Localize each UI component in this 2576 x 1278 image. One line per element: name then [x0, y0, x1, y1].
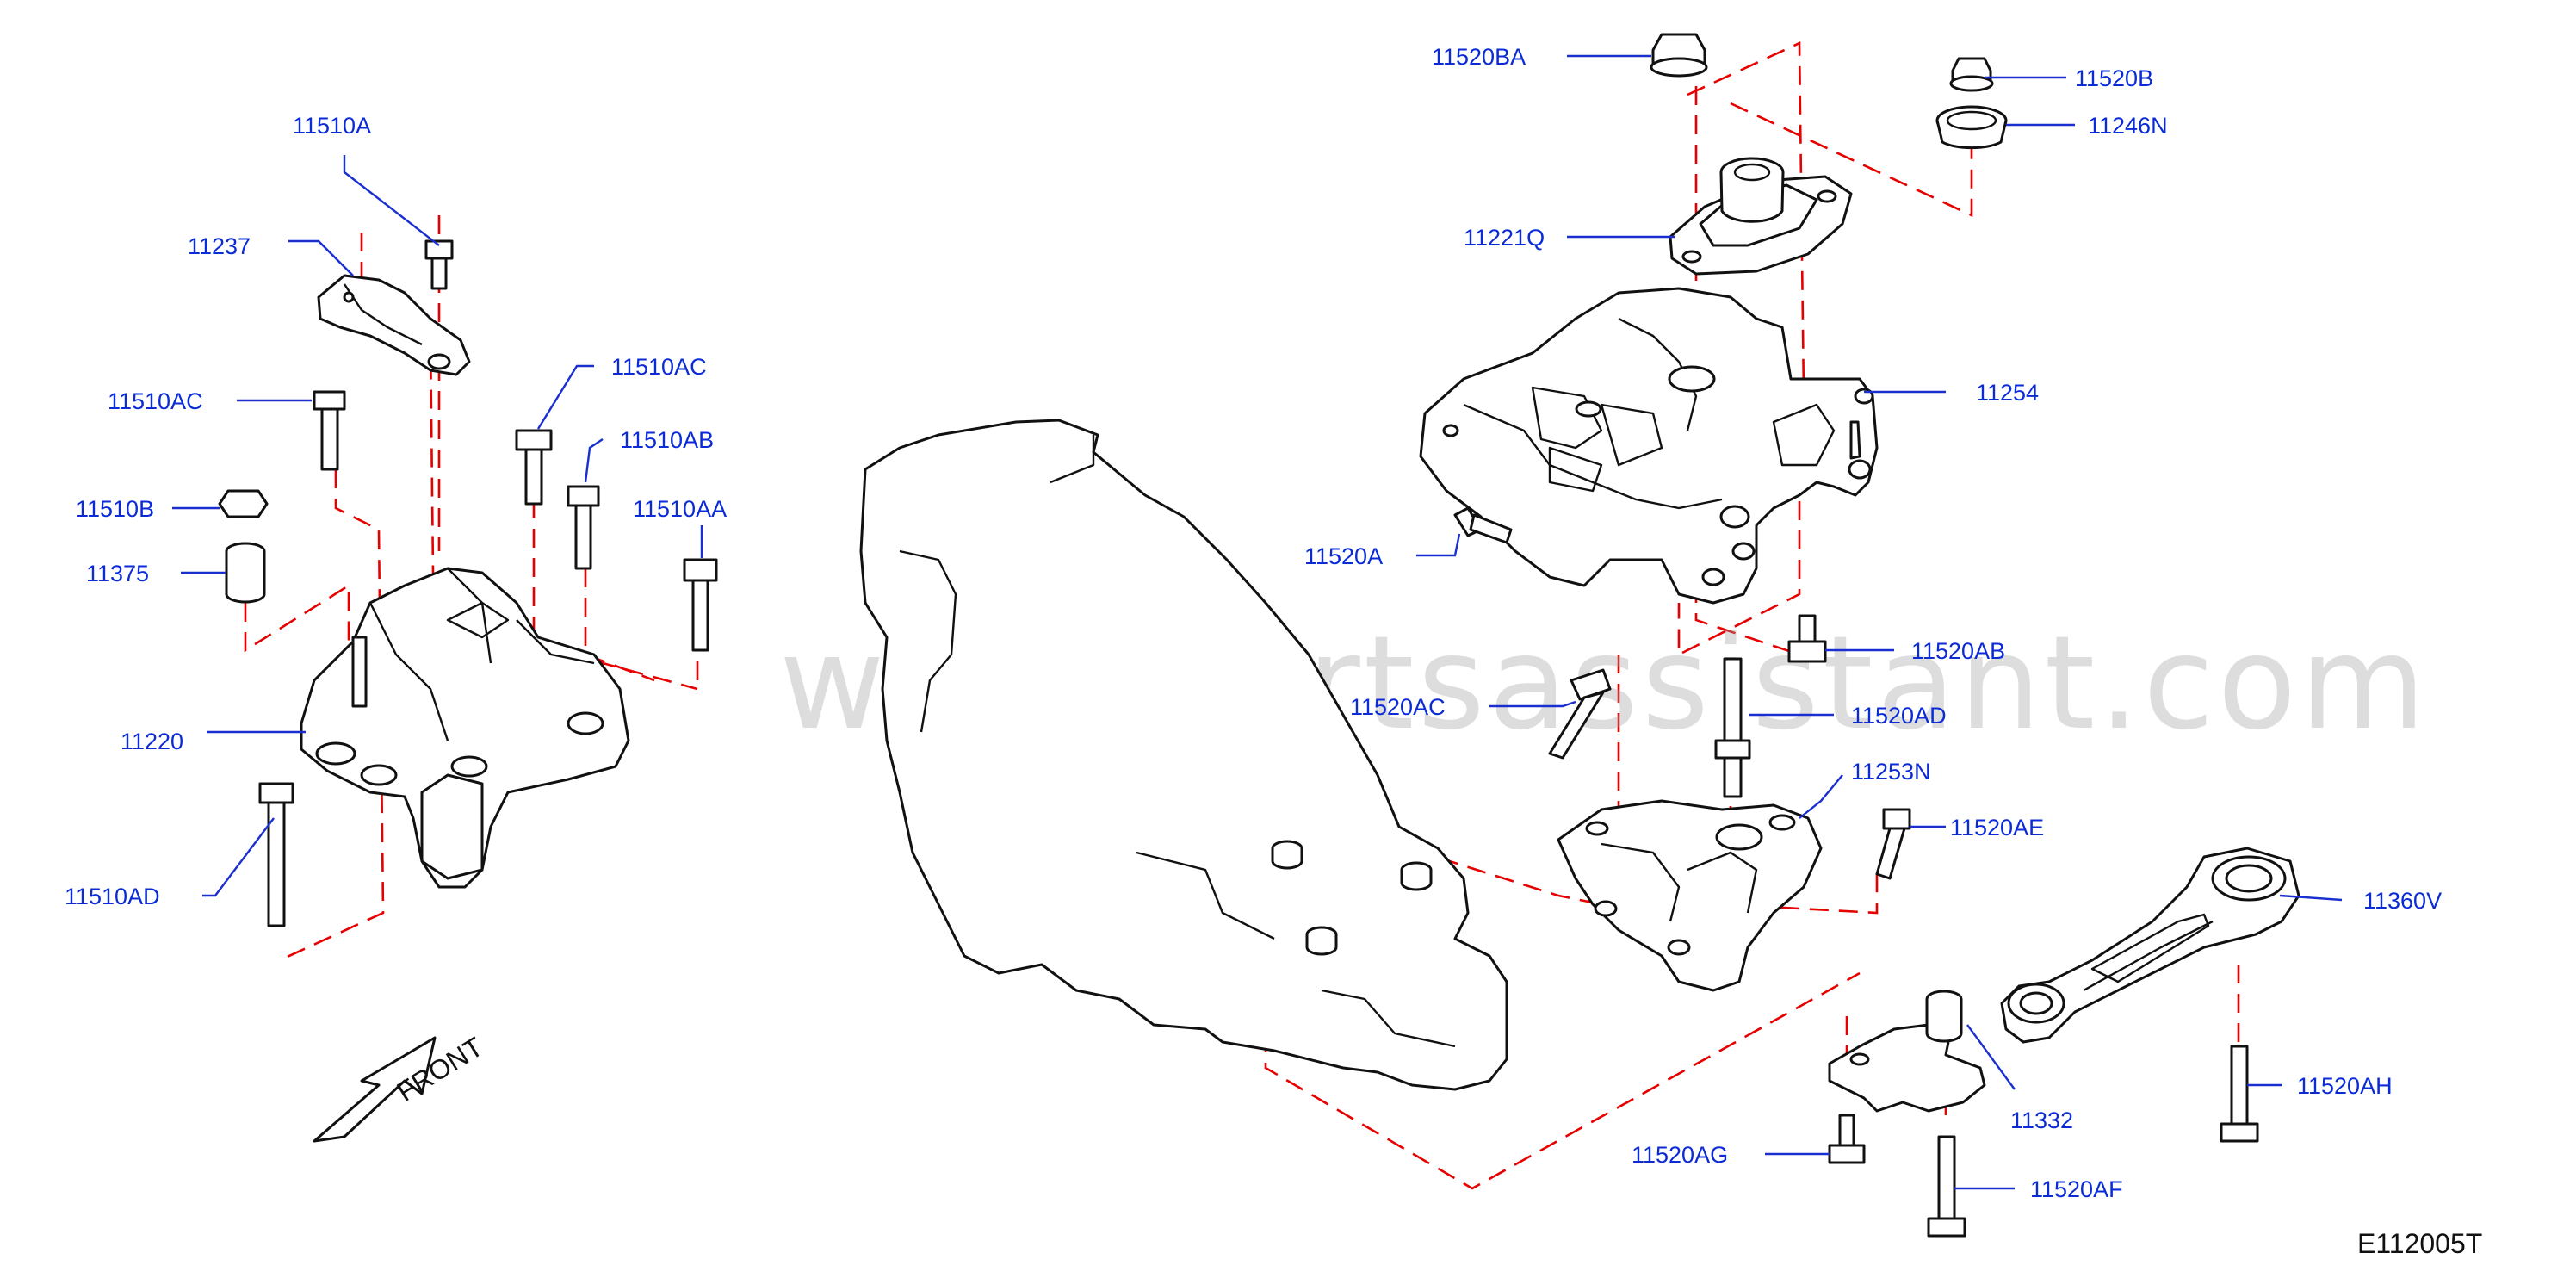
callout-11246n: 11246N — [2088, 113, 2168, 139]
callout-11520a: 11520A — [1304, 543, 1383, 569]
bolt-11520a-part — [1453, 506, 1513, 544]
callout-11520ac: 11520AC — [1350, 694, 1446, 720]
callout-11332: 11332 — [2010, 1107, 2073, 1133]
mount-11220-part — [300, 567, 630, 889]
callout-11510ad: 11510AD — [65, 884, 160, 909]
nut-11520ba-part — [1650, 33, 1708, 78]
callout-11520ab: 11520AB — [1911, 638, 2005, 664]
spacer-11375-part — [225, 542, 266, 604]
nut-11520b-part — [1949, 57, 1994, 92]
callout-11520ae: 11520AE — [1950, 815, 2044, 841]
callout-11510a: 11510A — [293, 113, 371, 139]
callout-11510aa: 11510AA — [633, 496, 727, 522]
bolt-11510ac-left-part — [313, 390, 346, 471]
bolt-11510ad-part — [258, 782, 294, 927]
assembly-guide-lines — [244, 40, 2240, 1190]
callout-11220: 11220 — [121, 729, 183, 754]
callout-11520b: 11520B — [2075, 65, 2153, 91]
callout-11254: 11254 — [1976, 380, 2039, 406]
callout-11510b: 11510B — [76, 496, 154, 522]
callout-11520ba: 11520BA — [1432, 44, 1526, 70]
figure-code: E112005T — [2357, 1228, 2482, 1259]
callout-11520ag: 11520AG — [1632, 1142, 1728, 1168]
bushing-11246n-part — [1935, 105, 2008, 150]
bracket-11253n-part — [1557, 799, 1823, 992]
callout-11237: 11237 — [188, 233, 251, 259]
callout-11360v: 11360V — [2363, 888, 2442, 914]
bolt-11510ab-part — [567, 485, 600, 570]
engine-block-outline — [859, 419, 1508, 1091]
callout-11510ac-left: 11510AC — [108, 388, 203, 414]
callout-11520ah: 11520AH — [2297, 1073, 2393, 1099]
callout-11253n: 11253N — [1851, 759, 1931, 785]
callout-11221q: 11221Q — [1464, 225, 1545, 251]
bolt-11510aa-part — [683, 558, 718, 652]
bolt-11510ac-middle-part — [515, 429, 553, 506]
bolt-11520ae-part — [1875, 808, 1911, 880]
leader-lines — [172, 54, 2343, 1190]
front-arrow-icon — [313, 1036, 437, 1143]
stud-11520ad-part — [1714, 657, 1751, 798]
bolt-11510a-part — [424, 239, 454, 290]
callout-11520ad: 11520AD — [1851, 703, 1947, 729]
bolt-11520af-part — [1927, 1135, 1966, 1238]
bolt-11520ah-part — [2220, 1045, 2259, 1143]
bolt-11520ac-part — [1548, 668, 1612, 760]
insulator-11221q-part — [1669, 157, 1853, 276]
bracket-11332-part — [1828, 990, 1986, 1113]
callout-labels: 11510A 11237 11510AC 11510AC 11510AB 115… — [65, 44, 2442, 1202]
bolt-11520ag-part — [1828, 1114, 1866, 1164]
callout-11375: 11375 — [86, 561, 149, 586]
callout-11510ab: 11510AB — [620, 427, 714, 453]
bracket-11254-part — [1419, 287, 1879, 605]
torque-rod-11360v-part — [2000, 847, 2300, 1044]
callout-11520af: 11520AF — [2030, 1176, 2123, 1202]
callout-11510ac-middle: 11510AC — [611, 354, 707, 380]
nut-11510b-part — [218, 489, 269, 518]
bracket-11237-part — [317, 274, 471, 376]
bolt-11520ab-part — [1787, 614, 1827, 663]
